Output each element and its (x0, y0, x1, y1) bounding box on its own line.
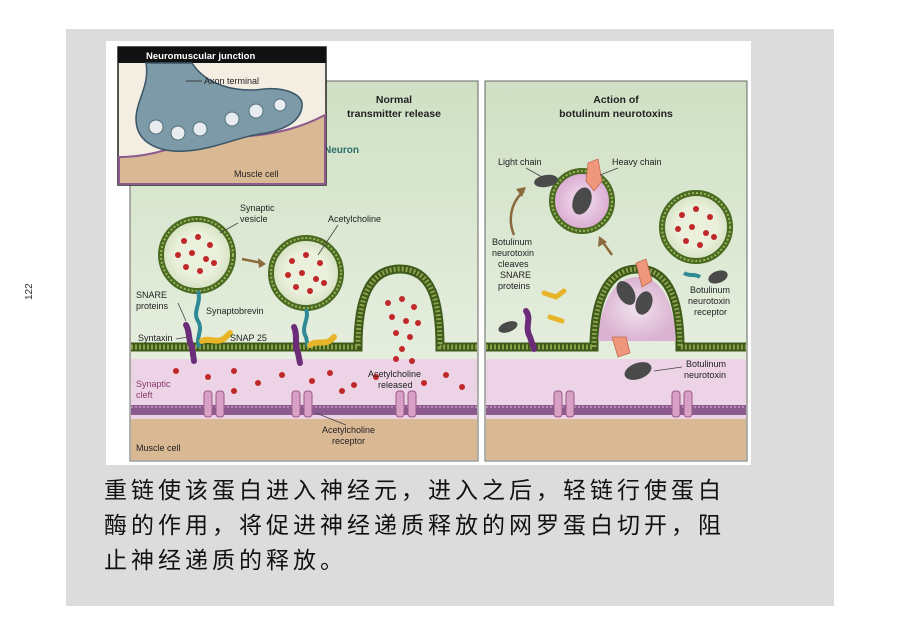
caption-line-1: 重链使该蛋白进入神经元，进入之后，轻链行使蛋白 (104, 478, 725, 504)
released-light-chain (534, 174, 558, 188)
synaptic-vesicle-label-2: vesicle (240, 214, 268, 224)
inset-title-bar (118, 47, 326, 63)
synaptic-cleft-label-2: cleft (136, 390, 153, 400)
cleaved-snare-proteins (498, 288, 567, 352)
inset-neuromuscular-junction: Neuromuscular junction Axon terminal Mus… (117, 46, 327, 186)
ach-released-label-2: released (378, 380, 413, 390)
toxin-receptor-label-2: neurotoxin (688, 296, 730, 306)
synaptic-vesicle-1 (158, 216, 236, 294)
figure-botulinum-mechanism: Normal transmitter release Neuron Synapt… (106, 41, 751, 465)
right-title-line2: botulinum neurotoxins (559, 108, 673, 120)
snare-label-2: proteins (136, 301, 169, 311)
left-muscle-cell-label: Muscle cell (136, 443, 181, 453)
toxin-receptor-label-1: Botulinum (690, 285, 730, 295)
toxin-internalizing (616, 258, 653, 315)
right-muscle-cell (486, 419, 746, 460)
snare-label-1: SNARE (136, 290, 167, 300)
figure-drawing: Normal transmitter release Neuron Synapt… (117, 46, 748, 462)
cleaves-label-2: neurotoxin (492, 248, 534, 258)
synaptic-vesicle-label-1: Synaptic (240, 203, 275, 213)
left-muscle-cell (131, 419, 477, 460)
ach-released-label-1: Acetylcholine (368, 369, 421, 379)
light-chain-label: Light chain (498, 157, 542, 167)
toxin-receptor-bound (682, 270, 728, 284)
inset-muscle-cell-label: Muscle cell (234, 169, 279, 179)
acetylcholine-label: Acetylcholine (328, 214, 381, 224)
inset-axon-terminal-label: Axon terminal (204, 76, 259, 86)
synaptobrevin-label: Synaptobrevin (206, 306, 264, 316)
inset-vesicles (148, 98, 287, 141)
caption-text: 重链使该蛋白进入神经元，进入之后，轻链行使蛋白 酶的作用，将促进神经递质释放的网… (104, 474, 794, 579)
cleaves-label-3: cleaves (498, 259, 529, 269)
snap25-label: SNAP 25 (230, 333, 267, 343)
neuron-label: Neuron (324, 145, 359, 156)
toxin-label-2: neurotoxin (684, 370, 726, 380)
left-ach-receptors (203, 390, 417, 418)
left-title-line2: transmitter release (347, 108, 441, 120)
toxin-in-endosome (572, 158, 603, 215)
inset-title: Neuromuscular junction (146, 51, 255, 62)
right-panel: Action of botulinum neurotoxins Light ch… (484, 80, 748, 462)
page-number: 122 (24, 283, 35, 300)
synaptic-vesicle-2 (268, 235, 344, 311)
toxin-receptor-label-3: receptor (694, 307, 727, 317)
left-title-line1: Normal (376, 94, 412, 106)
ach-receptor-label-2: receptor (332, 436, 365, 446)
snare-complex-1 (183, 290, 233, 364)
synaptic-cleft-label-1: Synaptic (136, 379, 171, 389)
cleaves-label-4: SNARE (500, 270, 531, 280)
caption-line-2: 酶的作用，将促进神经递质释放的网罗蛋白切开，阻 (104, 513, 725, 539)
toxin-in-cleft (611, 336, 652, 380)
cleft-acetylcholine (173, 368, 465, 394)
snare-complex-2 (291, 308, 337, 366)
ach-receptor-label-1: Acetylcholine (322, 425, 375, 435)
syntaxin-label: Syntaxin (138, 333, 173, 343)
right-synaptic-vesicle (659, 190, 733, 264)
right-toxin-receptors (553, 390, 693, 418)
right-title-line1: Action of (593, 94, 639, 106)
released-acetylcholine (385, 296, 421, 364)
right-muscle-membrane (486, 405, 746, 415)
heavy-chain-label: Heavy chain (612, 157, 662, 167)
cleaves-label-5: proteins (498, 281, 531, 291)
caption-line-3: 止神经递质的释放。 (104, 548, 347, 574)
toxin-label-1: Botulinum (686, 359, 726, 369)
cleaves-label-1: Botulinum (492, 237, 532, 247)
